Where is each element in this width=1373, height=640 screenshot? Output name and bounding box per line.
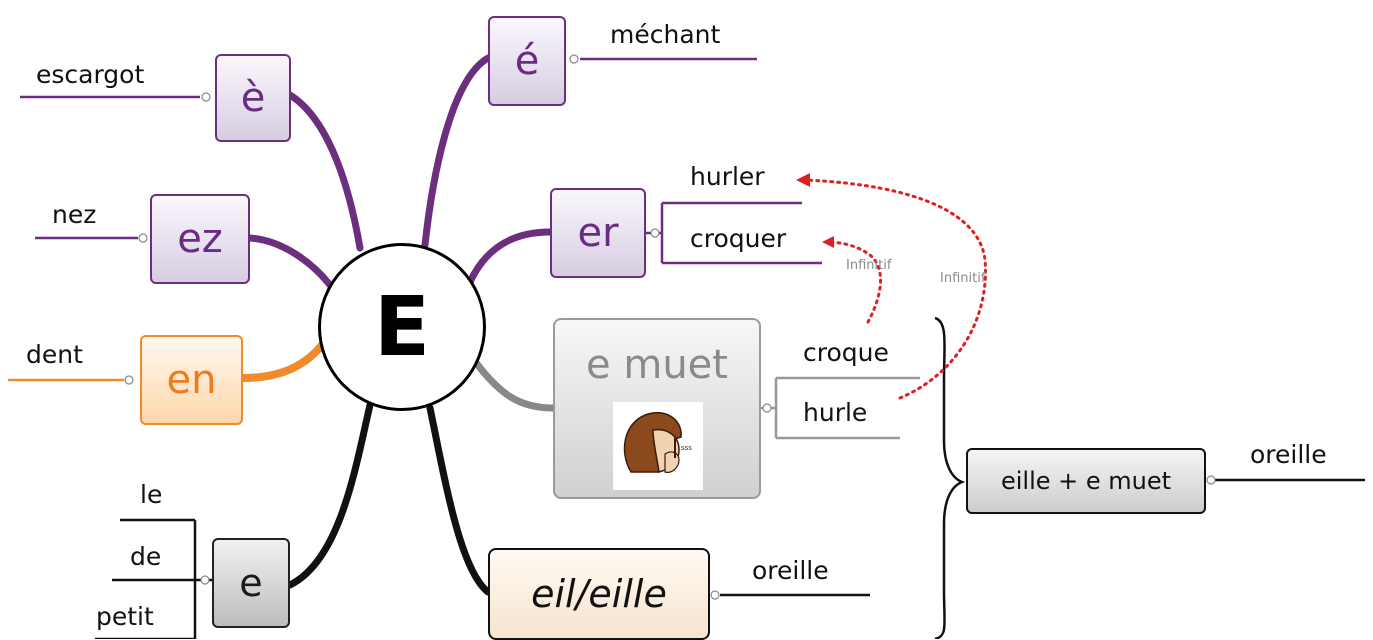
branch-ez [246,234,334,289]
leaf-escargot[interactable]: escargot [36,60,145,89]
node-ez[interactable]: ez [150,194,250,284]
node-eille-e-muet-label: eille + e muet [1000,467,1172,495]
node-e-label: e [239,561,263,605]
leaf-croque[interactable]: croque [803,338,889,367]
center-label: E [373,279,430,375]
branch-e-grave [286,91,364,252]
relation-hurle-hurler [803,178,987,400]
leaf-croquer[interactable]: croquer [690,224,787,253]
leaf-mechant[interactable]: méchant [610,20,721,49]
branch-er [466,228,554,286]
node-e-acute[interactable]: é [488,16,566,106]
leaf-petit[interactable]: petit [96,602,154,631]
curly-brace [934,316,966,639]
leaf-hurle[interactable]: hurle [803,398,868,427]
leaf-nez[interactable]: nez [52,200,97,229]
branch-e-muet [470,356,557,412]
node-er[interactable]: er [550,188,646,278]
node-e-acute-label: é [514,38,540,84]
leaf-le[interactable]: le [140,480,163,509]
leaf-hurler[interactable]: hurler [690,162,765,191]
node-ez-label: ez [177,216,223,262]
leaf-oreille-eil[interactable]: oreille [752,556,829,585]
silence-gesture-picture: sss [613,402,703,490]
node-eil-eille[interactable]: eil/eille [488,548,710,640]
leaf-de[interactable]: de [130,542,162,571]
leaf-dent[interactable]: dent [26,340,83,369]
node-e[interactable]: e [212,538,290,628]
node-e-muet[interactable]: e muet sss [553,318,761,499]
node-en[interactable]: en [140,335,243,425]
node-e-muet-label: e muet [586,342,728,388]
node-er-label: er [577,210,619,256]
branch-eil [426,404,492,596]
branch-e [286,401,374,589]
node-en-label: en [166,357,217,403]
node-eille-e-muet[interactable]: eille + e muet [966,448,1206,514]
picture-text: sss [681,444,692,452]
leaf-oreille-eille[interactable]: oreille [1250,440,1327,469]
relation-croque-croquer [824,240,883,324]
branch-en [239,341,326,382]
node-e-grave-label: è [240,75,266,121]
relation-label-croque: Infinitif [846,258,892,273]
relation-label-hurle: Infinitif [940,271,986,286]
node-e-grave[interactable]: è [215,54,291,142]
center-node[interactable]: E [318,243,486,411]
node-eil-eille-label: eil/eille [531,572,667,616]
branch-e-acute [421,54,492,249]
